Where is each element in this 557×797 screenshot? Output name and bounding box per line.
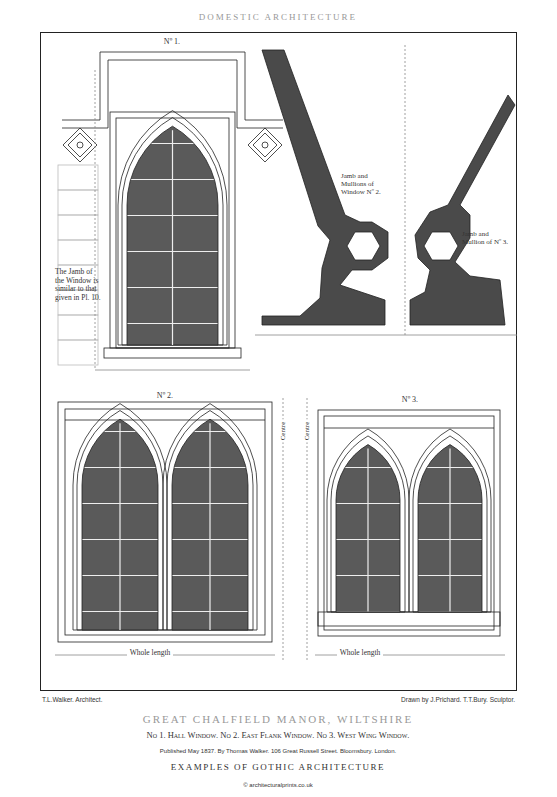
masonry bbox=[58, 240, 98, 265]
plate-label: Drawn by J.Prichard. T.T.Bury. Sculptor. bbox=[401, 696, 515, 703]
flank-window-moulding bbox=[77, 411, 163, 630]
hall-window-glazing bbox=[127, 126, 218, 345]
wing-window-moulding bbox=[413, 436, 487, 612]
flank-window-moulding bbox=[167, 411, 253, 630]
plate-label: © architecturalprints.co.uk bbox=[243, 782, 312, 789]
masonry bbox=[58, 190, 98, 215]
plate-label: Nº 1. bbox=[164, 37, 180, 46]
flank-window-glazing bbox=[172, 419, 248, 630]
wing-window-moulding bbox=[327, 429, 409, 612]
masonry bbox=[58, 215, 98, 240]
masonry bbox=[58, 315, 98, 340]
hall-window-moulding bbox=[122, 118, 223, 345]
plate-label: Nº 2. bbox=[157, 391, 173, 400]
wing-window-glazing bbox=[336, 445, 400, 612]
sill bbox=[318, 612, 500, 626]
window-frame bbox=[318, 410, 500, 636]
lead-bar bbox=[119, 423, 120, 630]
jamb-section bbox=[410, 95, 515, 325]
plate-title: GREAT CHALFIELD MANOR, WILTSHIRE bbox=[143, 713, 413, 726]
masonry bbox=[58, 165, 98, 190]
window-frame bbox=[58, 402, 272, 642]
plate-label: Whole length bbox=[127, 649, 174, 658]
flank-window-moulding bbox=[163, 404, 257, 630]
dimension-line bbox=[95, 370, 250, 371]
label-stop-boss bbox=[77, 142, 83, 148]
flank-window-glazing bbox=[82, 419, 158, 630]
label-stop bbox=[248, 128, 282, 162]
plate-label: Centre bbox=[279, 420, 287, 443]
masonry bbox=[58, 340, 98, 365]
plate-label: Jamb and Mullion of Nº 3. bbox=[462, 230, 512, 246]
sill bbox=[104, 348, 241, 358]
dimension-line bbox=[95, 70, 96, 370]
plate-label: Centre bbox=[303, 420, 311, 443]
hall-window-moulding bbox=[118, 111, 227, 345]
plate-caption: No 1. Hall Window. No 2. East Flank Wind… bbox=[147, 731, 410, 741]
lead-bar bbox=[449, 449, 450, 612]
mullion-section bbox=[424, 232, 458, 260]
lead-bar bbox=[209, 423, 210, 630]
wing-window-moulding bbox=[409, 429, 491, 612]
label-stop bbox=[253, 133, 277, 157]
plate-label: DOMESTIC ARCHITECTURE bbox=[199, 12, 357, 22]
label-stop-boss bbox=[262, 142, 268, 148]
jamb-section bbox=[262, 50, 388, 325]
plate-label: Published May 1837. By Thomas Walker. 10… bbox=[160, 748, 396, 755]
plate-label: T.L.Walker. Architect. bbox=[42, 696, 102, 703]
plate-label: EXAMPLES OF GOTHIC ARCHITECTURE bbox=[171, 762, 385, 772]
window-frame bbox=[65, 409, 265, 635]
dimension-line bbox=[255, 335, 517, 336]
label-band bbox=[324, 428, 494, 429]
dimension-line bbox=[405, 45, 406, 335]
label-band bbox=[65, 420, 265, 421]
window-frame bbox=[110, 112, 235, 348]
plate-label: Nº 3. bbox=[402, 395, 418, 404]
wing-window-glazing bbox=[418, 445, 482, 612]
flank-window-moulding bbox=[73, 404, 167, 630]
window-frame bbox=[324, 416, 494, 630]
plate-label: Jamb and Mullions of Window Nº 2. bbox=[341, 172, 389, 196]
lead-bar bbox=[172, 130, 173, 345]
mullion-section bbox=[347, 232, 380, 260]
window-frame bbox=[116, 118, 229, 348]
plate-label: The Jamb of the Window is similar to tha… bbox=[55, 268, 101, 303]
label-stop bbox=[63, 128, 97, 162]
wing-window-moulding bbox=[331, 436, 405, 612]
lead-bar bbox=[367, 449, 368, 612]
plate-label: Whole length bbox=[337, 649, 384, 658]
label-stop bbox=[68, 133, 92, 157]
